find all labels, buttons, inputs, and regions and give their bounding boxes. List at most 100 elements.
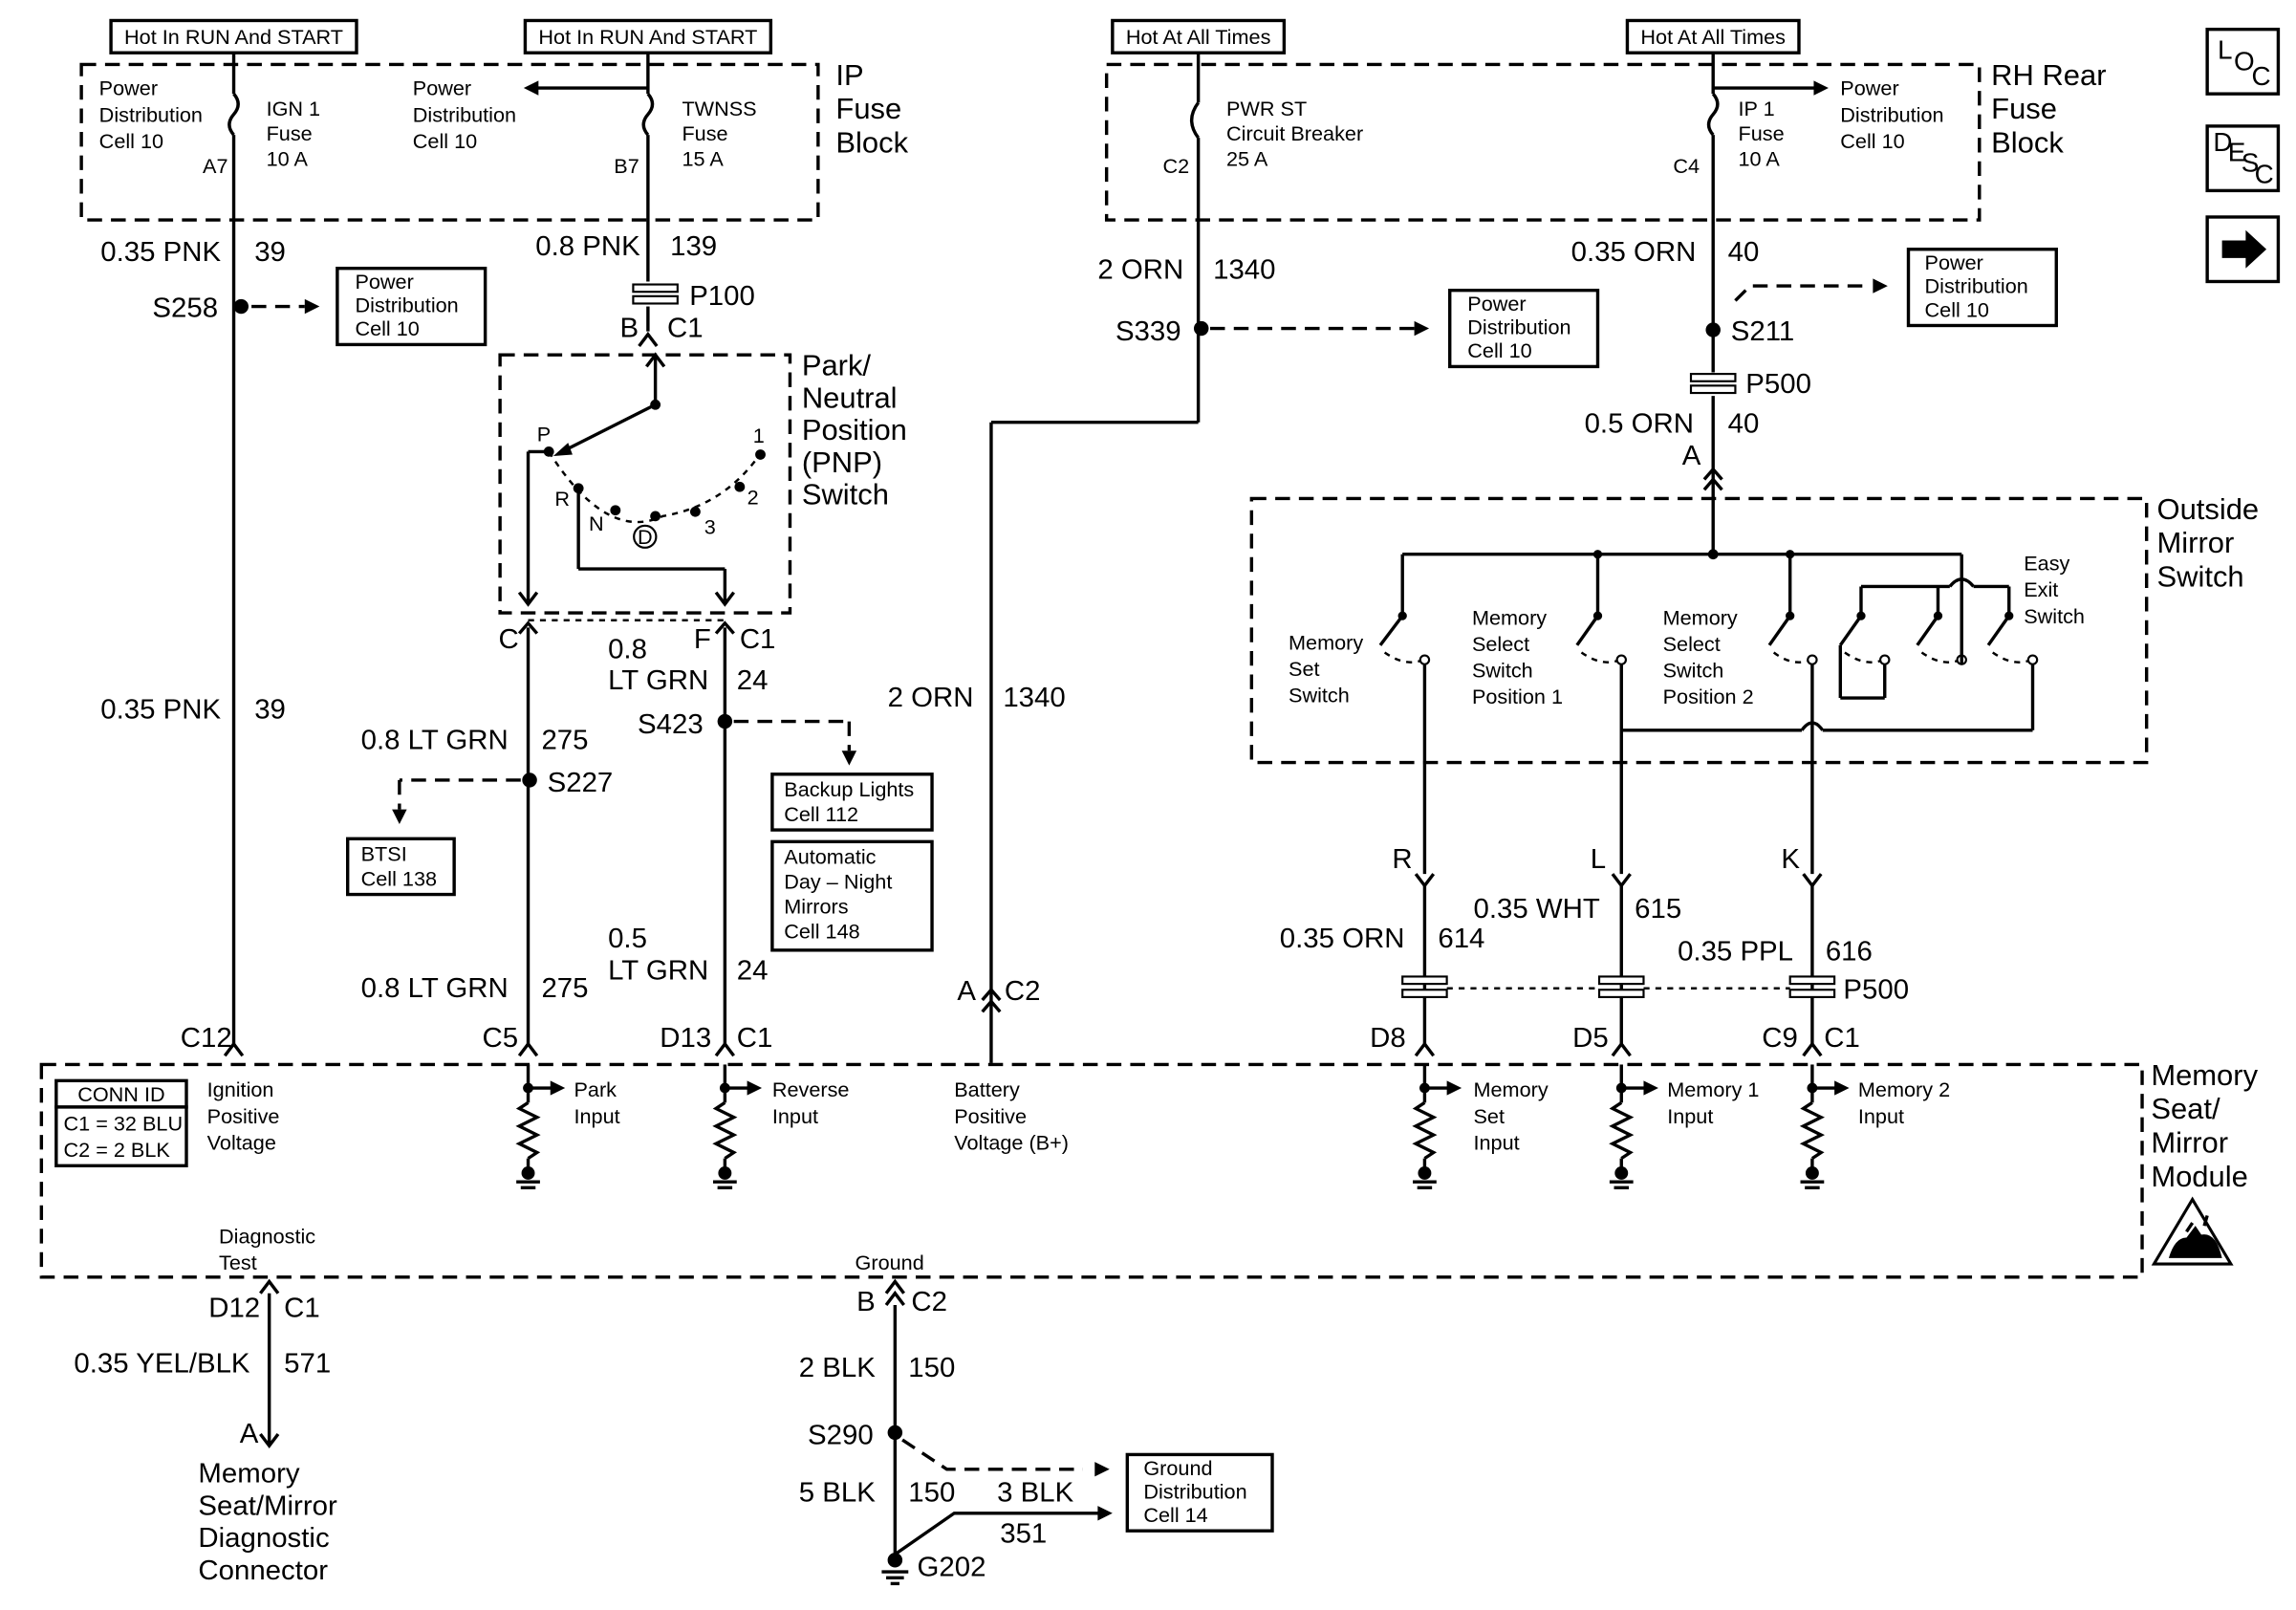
ref-s211-pdc-line2: Distribution (1925, 274, 2028, 298)
rh-ip1-pdc-line2: Distribution (1840, 102, 1943, 126)
pin-a7: A7 (203, 154, 227, 178)
connector-a-diag: A (240, 1419, 259, 1449)
rh-fuse-block-title-1: RH Rear (1991, 58, 2106, 92)
desc-letter-c: C (2255, 160, 2274, 189)
ref-btsi-line1: BTSI (361, 841, 407, 865)
wire-40-num-b: 40 (1728, 409, 1760, 440)
ground-circuit: B C2 2 BLK 150 S290 Ground Distribution … (799, 1278, 1274, 1586)
battery-input-line2: Positive (954, 1104, 1027, 1128)
mirror-switch-outputs: R L K 0.35 WHT 615 0.35 ORN 614 0.35 PPL… (1280, 844, 1909, 1057)
splice-s227: S227 (548, 768, 614, 798)
wire-24-gauge-top-1: 0.8 (608, 635, 647, 665)
wire-39-num-top: 39 (254, 237, 286, 268)
wire-150-gauge-a: 2 BLK (799, 1353, 877, 1383)
module-title-4: Module (2151, 1160, 2247, 1193)
pnp-pos-r: R (554, 487, 570, 511)
ip-fuse-block-title-2: Fuse (835, 92, 901, 125)
conn-id-title: CONN ID (77, 1082, 164, 1106)
ref-auto-line4: Cell 148 (784, 920, 859, 944)
diag-connector-line4: Connector (198, 1556, 328, 1586)
pnp-switch: P R N D 3 2 1 Park/ Neutral Position (PN… (498, 349, 907, 615)
wire-1340-num-top: 1340 (1213, 255, 1275, 286)
diag-connector-line3: Diagnostic (198, 1523, 329, 1554)
ref-s211-pdc-line3: Cell 10 (1925, 297, 1989, 321)
connector-d8: D8 (1370, 1023, 1406, 1054)
rh-rear-fuse-block: PWR ST Circuit Breaker 25 A C2 IP 1 Fuse… (1104, 53, 2107, 222)
header-hot-run-start-1: Hot In RUN And START (124, 25, 343, 49)
location-icon[interactable]: L O C (2205, 27, 2281, 96)
ign1-fuse-line3: 10 A (267, 146, 309, 170)
pos2-switch-line2: Select (1663, 632, 1721, 656)
diag-connector-line1: Memory (198, 1459, 300, 1490)
wire-571-gauge: 0.35 YEL/BLK (74, 1349, 250, 1380)
wire-615-gauge: 0.35 WHT (1473, 894, 1599, 925)
twnss-fuse-line3: 15 A (682, 146, 724, 170)
diagnostic-circuit-571: D12 C1 0.35 YEL/BLK 571 A Memory Seat/Mi… (74, 1278, 337, 1586)
pnp-pos-2: 2 (747, 486, 759, 510)
connector-c2-ground: C2 (911, 1287, 947, 1317)
splice-s339: S339 (1116, 316, 1181, 347)
ip-fuse-block-title-1: IP (835, 58, 863, 92)
circuit-39-pnk: 0.35 PNK 39 S258 Power Distribution Cell… (100, 220, 487, 1057)
desc-letter-s: S (2242, 148, 2260, 178)
pnp-title-4: (PNP) (802, 446, 882, 479)
ign1-fuse-line2: Fuse (267, 121, 313, 145)
module-title-2: Seat/ (2151, 1092, 2220, 1125)
pnp-pos-1: 1 (753, 424, 765, 447)
ip-ign1-pdc-line1: Power (99, 76, 158, 100)
ign1-fuse-line1: IGN 1 (267, 97, 321, 120)
ip-ign1-pdc-line3: Cell 10 (99, 129, 163, 153)
module-title-1: Memory (2151, 1058, 2258, 1092)
ref-s258-pdc-line3: Cell 10 (355, 316, 419, 340)
ref-btsi-line2: Cell 138 (361, 866, 437, 890)
splice-s211: S211 (1731, 316, 1794, 347)
ip-fuse-block-title-3: Block (835, 126, 908, 160)
wire-614-gauge: 0.35 ORN (1280, 924, 1405, 954)
wire-616-num: 616 (1826, 937, 1873, 968)
pos2-switch-line3: Switch (1663, 659, 1724, 683)
loc-letter-o: O (2234, 47, 2255, 76)
wire-139-gauge: 0.8 PNK (535, 231, 640, 262)
wire-40-num-top: 40 (1728, 237, 1760, 268)
loc-letter-c: C (2252, 61, 2271, 91)
desc-letter-d: D (2213, 127, 2232, 157)
pwrst-fuse-line1: PWR ST (1226, 97, 1307, 120)
header-labels: Hot In RUN And START Hot In RUN And STAR… (109, 18, 1801, 54)
ref-s258-pdc-line2: Distribution (355, 294, 458, 317)
ip-ign1-pdc-line2: Distribution (99, 102, 203, 126)
pos2-switch-line4: Position 2 (1663, 685, 1754, 708)
mem1-input-line2: Input (1667, 1104, 1713, 1128)
connector-pnp-f: F (694, 624, 711, 655)
wire-275-num-bot: 275 (541, 973, 588, 1004)
ref-backup-line2: Cell 112 (784, 802, 858, 826)
wire-40-gauge-b: 0.5 ORN (1585, 409, 1694, 440)
wire-1340-gauge-top: 2 ORN (1097, 255, 1183, 286)
ref-s339-pdc-line1: Power (1467, 292, 1526, 315)
ip1-fuse-line2: Fuse (1739, 121, 1785, 145)
park-input-line2: Input (574, 1104, 619, 1128)
next-arrow-icon[interactable] (2205, 215, 2281, 284)
pin-c2-top: C2 (1162, 154, 1189, 178)
connector-c1-p100: C1 (667, 314, 704, 344)
wire-39-gauge-mid: 0.35 PNK (100, 695, 221, 726)
ignition-input-line2: Positive (207, 1104, 280, 1128)
pnp-title-3: Position (802, 413, 907, 446)
ip-twnss-pdc-line1: Power (413, 76, 471, 100)
pos1-switch-line1: Memory (1472, 605, 1547, 629)
ref-s211-pdc-line1: Power (1925, 250, 1983, 274)
diag-connector-line2: Seat/Mirror (198, 1490, 337, 1521)
ref-auto-line1: Automatic (784, 844, 876, 868)
reverse-input-line2: Input (772, 1104, 818, 1128)
park-input-line1: Park (574, 1077, 617, 1101)
wire-1340-gauge-mid: 2 ORN (888, 683, 974, 713)
description-icon[interactable]: D E S C (2205, 124, 2281, 193)
wire-24-num-bot: 24 (737, 956, 769, 987)
rh-ip1-pdc-line1: Power (1840, 76, 1898, 100)
connector-l: L (1591, 844, 1606, 875)
mem2-input-line2: Input (1858, 1104, 1904, 1128)
ref-backup-line1: Backup Lights (784, 777, 914, 801)
rh-ip1-pdc-line3: Cell 10 (1840, 129, 1904, 153)
connector-pnp-c: C (499, 624, 519, 655)
module-title-3: Mirror (2151, 1126, 2228, 1160)
